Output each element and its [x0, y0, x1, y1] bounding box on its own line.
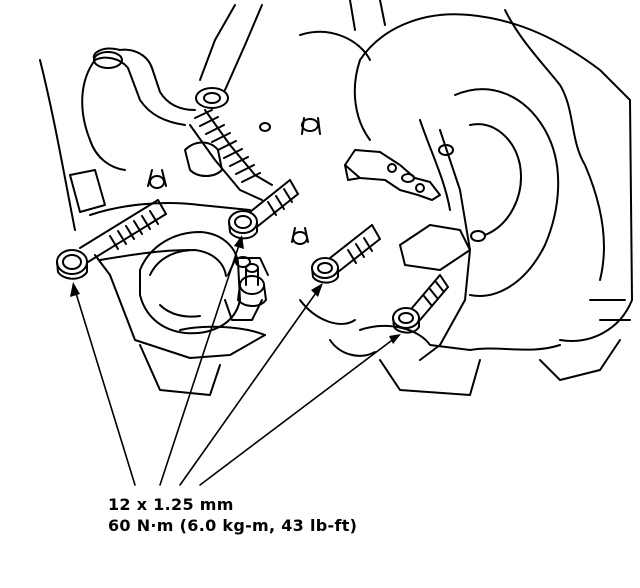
leader-line-bolt-1 [74, 289, 136, 486]
mount-bolt-1 [56, 199, 167, 280]
mount-bolt-4 [392, 274, 449, 334]
torque-spec-label: 60 N·m (6.0 kg-m, 43 lb-ft) [108, 516, 358, 535]
shift-cable-bracket [344, 149, 441, 201]
arrowhead-bolt-1 [70, 282, 80, 297]
arrowhead-bolt-2 [234, 235, 244, 249]
arrowhead-bolt-4 [389, 334, 401, 344]
bolt-head-nut [228, 210, 258, 240]
thread-spec-label: 12 x 1.25 mm [108, 495, 234, 514]
bolt-head-nut [56, 249, 88, 280]
arrowheads [70, 235, 401, 344]
engine-block-outline [147, 0, 633, 396]
leader-line-bolt-3 [179, 289, 319, 486]
bolt-head-nut [392, 307, 420, 334]
coolant-hoses [81, 4, 273, 201]
arrowhead-bolt-3 [311, 283, 323, 297]
bolt-head-nut [311, 257, 339, 284]
mount-bolt-3 [311, 224, 381, 284]
engine-mount [139, 231, 269, 335]
leader-line-bolt-2 [159, 241, 241, 486]
leader-line-bolt-4 [199, 337, 396, 486]
mount-bolt-2 [228, 179, 299, 240]
leader-lines [74, 241, 396, 486]
torque-callout: 12 x 1.25 mm 60 N·m (6.0 kg-m, 43 lb-ft) [108, 494, 357, 536]
